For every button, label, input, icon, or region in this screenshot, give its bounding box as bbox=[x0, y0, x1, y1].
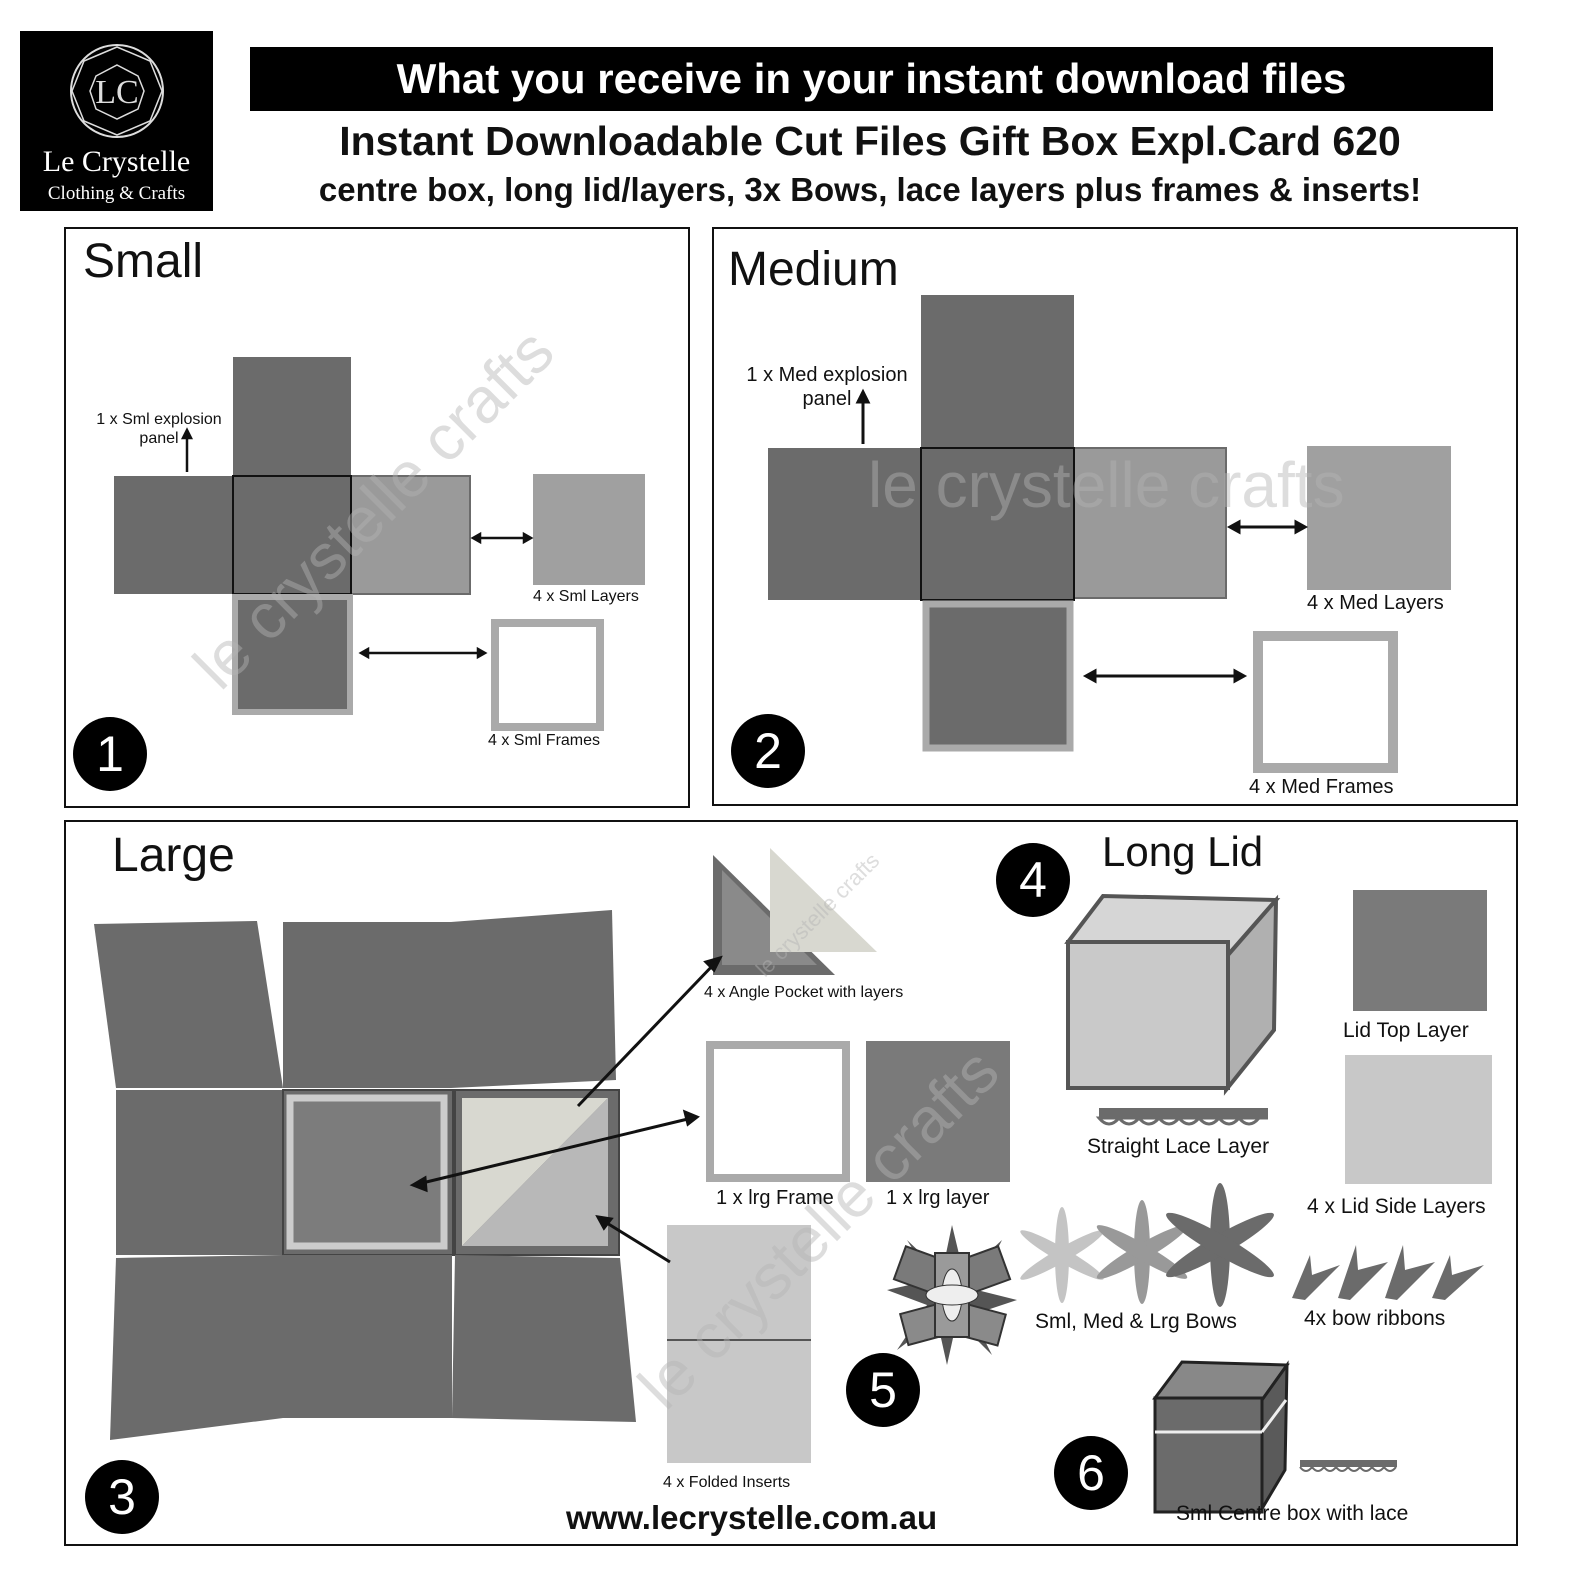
angle-pocket-shapes bbox=[713, 848, 877, 975]
bow-ribbons bbox=[1292, 1245, 1484, 1300]
small-frame-square bbox=[491, 619, 604, 731]
small-panel-border bbox=[64, 227, 690, 808]
bow-medium bbox=[1096, 1200, 1188, 1304]
page-subtitle: centre box, long lid/layers, 3x Bows, la… bbox=[318, 171, 1422, 208]
small-panel-label: 1 x Sml explosion panel bbox=[96, 411, 222, 447]
logo-brand-name: Le Crystelle bbox=[42, 145, 191, 178]
small-layers-label: 4 x Sml Layers bbox=[533, 588, 639, 605]
medium-panel-label: 1 x Med explosion panel bbox=[746, 364, 908, 410]
large-layer-label: 1 x lrg layer bbox=[886, 1187, 990, 1209]
logo-tagline: Clothing & Crafts bbox=[47, 183, 186, 204]
small-explosion-panel bbox=[114, 357, 471, 715]
folded-inserts-label: 4 x Folded Inserts bbox=[663, 1474, 791, 1491]
watermark-medium: le crystelle crafts bbox=[868, 449, 1345, 521]
large-frame-square bbox=[706, 1041, 850, 1182]
medium-layer-square bbox=[1307, 446, 1451, 590]
medium-panel-border bbox=[712, 227, 1518, 806]
large-explosion-panel bbox=[94, 910, 636, 1440]
large-layer-square bbox=[866, 1041, 1010, 1182]
long-lid-title: Long Lid bbox=[1102, 828, 1264, 875]
bows-label: Sml, Med & Lrg Bows bbox=[1035, 1310, 1237, 1333]
step-number-3: 3 bbox=[85, 1460, 159, 1534]
medium-frames-label: 4 x Med Frames bbox=[1249, 776, 1394, 798]
brand-logo: LC Le Crystelle Clothing & Crafts bbox=[20, 31, 213, 211]
website-url: www.lecrystelle.com.au bbox=[566, 1499, 938, 1536]
centre-box-label: Sml Centre box with lace bbox=[1176, 1502, 1409, 1525]
small-title: Small bbox=[83, 235, 204, 288]
svg-text:LC: LC bbox=[95, 74, 138, 111]
centre-box-lace-strip bbox=[1299, 1460, 1397, 1472]
step-number-1: 1 bbox=[73, 717, 147, 791]
lid-side-layer bbox=[1345, 1055, 1492, 1184]
large-title: Large bbox=[112, 829, 235, 882]
medium-title: Medium bbox=[728, 243, 899, 296]
step-number-2: 2 bbox=[731, 714, 805, 788]
bow-ribbons-label: 4x bow ribbons bbox=[1304, 1307, 1446, 1330]
medium-arrows bbox=[855, 388, 1309, 684]
step-number-4: 4 bbox=[996, 843, 1070, 917]
banner: What you receive in your instant downloa… bbox=[250, 47, 1493, 111]
page-title: Instant Downloadable Cut Files Gift Box … bbox=[339, 118, 1401, 164]
assembled-bow bbox=[887, 1225, 1017, 1365]
small-arrows bbox=[180, 427, 534, 660]
bow-large bbox=[1166, 1183, 1274, 1307]
medium-layers-label: 4 x Med Layers bbox=[1307, 592, 1444, 614]
large-arrows bbox=[409, 955, 723, 1264]
lid-side-layers-label: 4 x Lid Side Layers bbox=[1307, 1195, 1486, 1218]
step-number-5: 5 bbox=[846, 1353, 920, 1427]
step-number-6: 6 bbox=[1054, 1436, 1128, 1510]
crystal-monogram-icon: LC bbox=[70, 44, 164, 138]
lid-top-layer-label: Lid Top Layer bbox=[1343, 1019, 1469, 1042]
lid-top-layer bbox=[1353, 890, 1487, 1011]
centre-box-with-lace bbox=[1152, 1360, 1290, 1518]
folded-insert bbox=[667, 1225, 811, 1463]
large-frame-label: 1 x lrg Frame bbox=[716, 1187, 834, 1209]
small-layer-square bbox=[533, 474, 645, 585]
medium-explosion-panel bbox=[768, 295, 1227, 752]
bow-small bbox=[1020, 1207, 1104, 1303]
large-panel-border bbox=[64, 820, 1518, 1546]
straight-lace-layer bbox=[1095, 1108, 1268, 1126]
angle-pocket-label: 4 x Angle Pocket with layers bbox=[704, 984, 904, 1001]
straight-lace-label: Straight Lace Layer bbox=[1087, 1135, 1270, 1158]
long-lid-cube bbox=[1064, 893, 1281, 1096]
medium-frame-square bbox=[1253, 631, 1398, 773]
small-frames-label: 4 x Sml Frames bbox=[488, 732, 601, 749]
